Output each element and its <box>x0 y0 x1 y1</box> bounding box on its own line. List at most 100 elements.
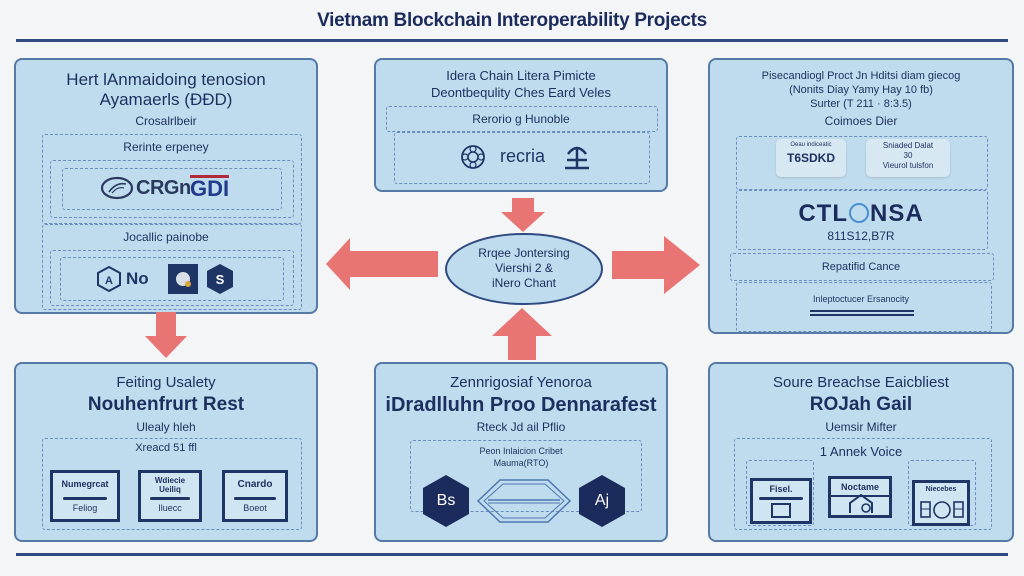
card-title-line1: Feiting Usalety <box>116 374 216 391</box>
card-title-line2: (Nonits Diay Yamy Hay 10 fb) <box>789 84 933 96</box>
bubble-caption: Oeau indiceatic <box>790 142 832 148</box>
card-top-center: Idera Chain Litera Pimicte Deontbequlity… <box>374 58 668 192</box>
hub-label: Rrqee Jontersing Viershi 2 & iNero Chant <box>444 246 604 291</box>
card-title-line1: Pisecandiogl Proct Jn Hditsi diam giecog <box>761 70 961 82</box>
feature-box-bottom: Feliog <box>72 503 98 513</box>
section-header-frame <box>386 106 658 132</box>
app-box-3: Niecebes <box>912 480 970 526</box>
double-arrow-icon <box>810 310 914 316</box>
hub-line2: Viershi 2 & <box>495 261 553 275</box>
bubble-line: 30 <box>903 151 913 160</box>
section-frame <box>42 438 302 530</box>
arrow-down-left-icon <box>145 312 187 358</box>
feature-box-bottom: Boeot <box>243 503 267 513</box>
hex-token-right-text: Aj <box>594 492 610 509</box>
hub-line3: iNero Chant <box>491 276 557 290</box>
brand-logo: CTL NSA <box>710 200 1012 228</box>
logo-text-a: CRGn <box>136 177 191 199</box>
row2-label: Inleptoctucer Ersanocity <box>812 294 910 304</box>
card-top-left: Hert lAnmaidoing tenosion Ayamaerls (ĐĐD… <box>14 58 318 314</box>
feature-box-top: Wdiecie Ueiliq <box>154 476 186 494</box>
feature-box-1: Numegrcat Feliog <box>50 470 120 522</box>
badge-frame-outer <box>50 250 294 306</box>
app-box-2: Noctame <box>828 476 892 518</box>
app-box-label: Niecebes <box>925 486 957 493</box>
section-label: Xreacd 51 ffl <box>135 442 197 454</box>
brand-section-frame <box>736 190 988 250</box>
section-line2: Mauma(RTO) <box>493 458 549 468</box>
section-outer-1 <box>42 134 302 224</box>
card-title-line2: Deontbequlity Ches Eard Veles <box>431 85 611 100</box>
flower-logo-icon <box>460 144 486 170</box>
diagram-title: Vietnam Blockchain Interoperability Proj… <box>317 10 707 31</box>
section-label: Rerinte erpeney <box>123 140 209 154</box>
card-subtitle: Coimoes Dier <box>824 114 898 128</box>
bubble-section-frame <box>736 136 988 190</box>
section-frame <box>734 438 992 530</box>
card-title-line1: Zennrigosiaf Yenoroa <box>450 374 592 391</box>
bubble-value: T6SDKD <box>786 151 835 165</box>
card-subtitle: Crosalrlbeir <box>135 114 197 128</box>
anchor-logo-icon <box>564 142 590 172</box>
card-top-right: Pisecandiogl Proct Jn Hditsi diam giecog… <box>708 58 1014 334</box>
brand-right: NSA <box>869 200 924 227</box>
card-title-line2: ROJah Gail <box>809 394 913 415</box>
brand-code: 811S12,B7R <box>827 229 895 243</box>
bridge-link-icon <box>476 478 572 524</box>
cloud-logo-icon <box>100 175 134 201</box>
arrow-left-icon <box>326 238 438 290</box>
info-bubble-1: Oeau indiceatic T6SDKD <box>776 139 846 177</box>
card-title-line1: Idera Chain Litera Pimicte <box>446 68 596 83</box>
bottom-divider <box>16 553 1008 556</box>
arrow-up-icon <box>492 308 552 360</box>
globe-icon <box>848 203 869 223</box>
logo-text-b: GDI <box>190 175 230 201</box>
section-label: Rerorio g Hunoble <box>472 112 570 126</box>
app-box-label: Noctame <box>840 482 879 492</box>
bubble-line: Vieurol tulsfon <box>882 161 934 170</box>
card-bottom-left: Feiting Usalety Nouhenfrurt Rest Ulealy … <box>14 362 318 542</box>
feature-box-bottom: Iluecc <box>158 503 182 513</box>
card-title-line2: iDradlluhn Proo Dennarafest <box>385 394 657 416</box>
hex-token-left-icon: Bs <box>422 474 470 528</box>
section-label: Jocallic painobe <box>123 230 209 244</box>
bubble-line: Sniaded Dalat <box>882 141 934 150</box>
card-title-line1: Soure Breachse Eaicbliest <box>773 374 949 391</box>
row1-frame <box>730 253 994 281</box>
card-title-line2: Ayamaerls (ĐĐD) <box>99 90 233 109</box>
section-label: 1 Annek Voice <box>819 444 903 459</box>
feature-box-3: Cnardo Boeot <box>222 470 288 522</box>
hub-ellipse <box>445 233 603 305</box>
top-divider <box>16 39 1008 42</box>
section-frame <box>410 440 642 512</box>
app-box-label: Fisel. <box>769 484 793 494</box>
shield-logo-icon: A <box>96 266 122 292</box>
hex-token-left-text: Bs <box>436 492 456 509</box>
section-outer-2 <box>42 224 302 310</box>
feature-box-top: Numegrcat <box>61 479 109 489</box>
coin-logo-icon <box>168 264 198 294</box>
card-bottom-center: Zennrigosiaf Yenoroa iDradlluhn Proo Den… <box>374 362 668 542</box>
app-box-1: Fisel. <box>750 478 812 524</box>
hex-letter: S <box>215 271 225 287</box>
section-line1: Peon Inlaicion Cribet <box>479 446 563 456</box>
hex-token-right-icon: Aj <box>578 474 626 528</box>
card-title-line1: Hert lAnmaidoing tenosion <box>66 70 266 89</box>
arrow-down-icon <box>501 198 545 232</box>
brand-left: CTL <box>798 200 848 227</box>
home-sync-icon <box>847 493 875 515</box>
badge-text: No <box>126 269 149 288</box>
network-node-icon <box>919 497 965 521</box>
card-bottom-right: Soure Breachse Eaicbliest ROJah Gail Uem… <box>708 362 1014 542</box>
badge-frame-inner <box>60 257 284 301</box>
logo-frame-outer <box>50 160 294 218</box>
box-column-frame-1 <box>746 460 814 526</box>
hub-line1: Rrqee Jontersing <box>478 246 570 260</box>
arrow-right-icon <box>612 236 700 294</box>
row1-label: Repatifid Cance <box>821 261 901 273</box>
hex-logo-icon: S <box>206 263 234 295</box>
card-subtitle: Uemsir Mifter <box>825 420 897 434</box>
card-subtitle: Ulealy hleh <box>136 420 196 434</box>
row2-frame <box>736 282 992 332</box>
logo-frame <box>394 132 650 184</box>
